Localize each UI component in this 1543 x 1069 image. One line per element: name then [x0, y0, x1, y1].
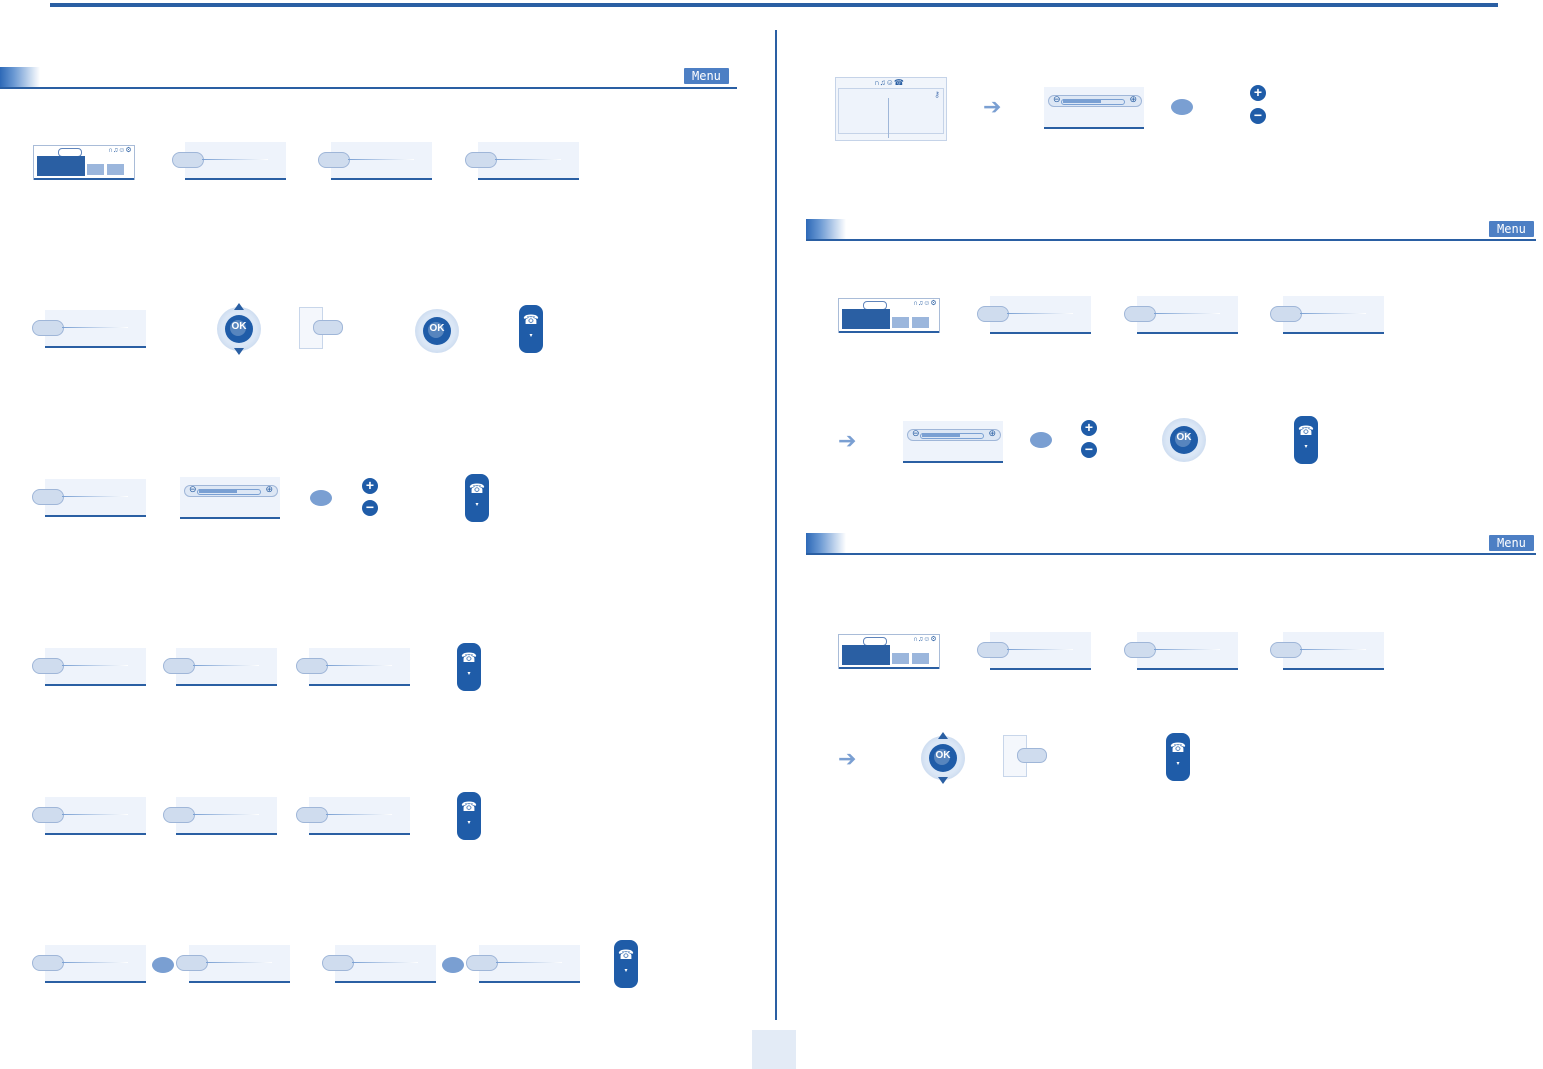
minus-icon: ⊖ [189, 484, 197, 494]
plus-key[interactable]: + [1250, 85, 1266, 101]
minus-key[interactable]: − [1081, 442, 1097, 458]
softkey[interactable] [172, 142, 286, 180]
ok-navigator-updown[interactable]: OK [921, 732, 965, 784]
softkey[interactable] [466, 945, 580, 983]
key-indicator [310, 490, 332, 506]
phone-screen-tabs: ∩♫☺⚙ [33, 145, 135, 180]
minus-key[interactable]: − [362, 500, 378, 516]
menu-key-label: Menu [1489, 221, 1534, 237]
side-key[interactable] [1003, 735, 1047, 777]
section-rule-right-2 [806, 553, 1536, 555]
hangup-key[interactable]: ☎▾ [519, 305, 543, 353]
section-rule-left [0, 87, 737, 89]
softkey[interactable] [32, 945, 146, 983]
ok-navigator-updown[interactable]: OK [217, 303, 261, 355]
softkey[interactable] [1270, 632, 1384, 670]
softkey[interactable] [322, 945, 436, 983]
down-arrow-icon [938, 777, 948, 784]
softkey[interactable] [32, 479, 146, 517]
phone-hangup-icon: ☎ [460, 650, 478, 665]
softkey[interactable] [176, 945, 290, 983]
softkey[interactable] [32, 797, 146, 835]
section-marker-right-2 [806, 533, 846, 553]
phone-screen-tabs: ∩♫☺⚙ [838, 634, 940, 669]
side-key[interactable] [299, 307, 343, 349]
plus-icon: ⊕ [265, 484, 273, 494]
minus-icon: ⊖ [912, 428, 920, 438]
minus-key[interactable]: − [1250, 108, 1266, 124]
hangup-key[interactable]: ☎▾ [457, 643, 481, 691]
plus-icon: ⊕ [1129, 94, 1137, 104]
softkey[interactable] [296, 648, 410, 686]
page-number-box [752, 1030, 796, 1069]
hangup-key[interactable]: ☎▾ [1294, 416, 1318, 464]
section-marker-left [0, 67, 40, 87]
hangup-key[interactable]: ☎▾ [465, 474, 489, 522]
key-indicator [1030, 432, 1052, 448]
minus-icon: ⊖ [1053, 94, 1061, 104]
plus-key[interactable]: + [362, 478, 378, 494]
menu-key-label: Menu [684, 68, 729, 84]
key-icon: ⚷ [934, 90, 940, 99]
phone-screen-tabs: ∩♫☺⚙ [838, 298, 940, 333]
softkey[interactable] [318, 142, 432, 180]
section-rule-right-1 [806, 239, 1536, 241]
section-marker-right-1 [806, 219, 846, 239]
phone-hangup-icon: ☎ [617, 947, 635, 962]
hangup-key[interactable]: ☎▾ [1166, 733, 1190, 781]
softkey[interactable] [465, 142, 579, 180]
arrow-right-icon: ➔ [983, 94, 1002, 119]
down-arrow-icon [234, 348, 244, 355]
up-arrow-icon [234, 303, 244, 310]
softkey[interactable] [163, 797, 277, 835]
up-arrow-icon [938, 732, 948, 739]
hangup-key[interactable]: ☎▾ [457, 792, 481, 840]
volume-slider[interactable]: ⊖⊕ [180, 477, 280, 519]
phone-hangup-icon: ☎ [1169, 740, 1187, 755]
ok-button[interactable]: OK [1162, 418, 1206, 462]
softkey[interactable] [1124, 632, 1238, 670]
softkey[interactable] [1124, 296, 1238, 334]
plus-icon: ⊕ [988, 428, 996, 438]
softkey[interactable] [1270, 296, 1384, 334]
softkey[interactable] [977, 632, 1091, 670]
arrow-right-icon: ➔ [838, 746, 857, 771]
softkey[interactable] [32, 310, 146, 348]
softkey[interactable] [32, 648, 146, 686]
ok-button[interactable]: OK [415, 309, 459, 353]
volume-slider[interactable]: ⊖⊕ [1044, 87, 1144, 129]
phone-hangup-icon: ☎ [468, 481, 486, 496]
phone-hangup-icon: ☎ [522, 312, 540, 327]
menu-key-label: Menu [1489, 535, 1534, 551]
softkey[interactable] [163, 648, 277, 686]
key-indicator [152, 957, 174, 973]
home-screen: ∩♫☺☎ ⚷ [835, 77, 947, 141]
key-indicator [1171, 99, 1193, 115]
arrow-right-icon: ➔ [838, 428, 857, 453]
softkey[interactable] [296, 797, 410, 835]
phone-hangup-icon: ☎ [460, 799, 478, 814]
column-divider [775, 30, 777, 1020]
key-indicator [442, 957, 464, 973]
hangup-key[interactable]: ☎▾ [614, 940, 638, 988]
softkey[interactable] [977, 296, 1091, 334]
volume-slider[interactable]: ⊖⊕ [903, 421, 1003, 463]
top-rule [50, 3, 1498, 7]
plus-key[interactable]: + [1081, 420, 1097, 436]
phone-hangup-icon: ☎ [1297, 423, 1315, 438]
